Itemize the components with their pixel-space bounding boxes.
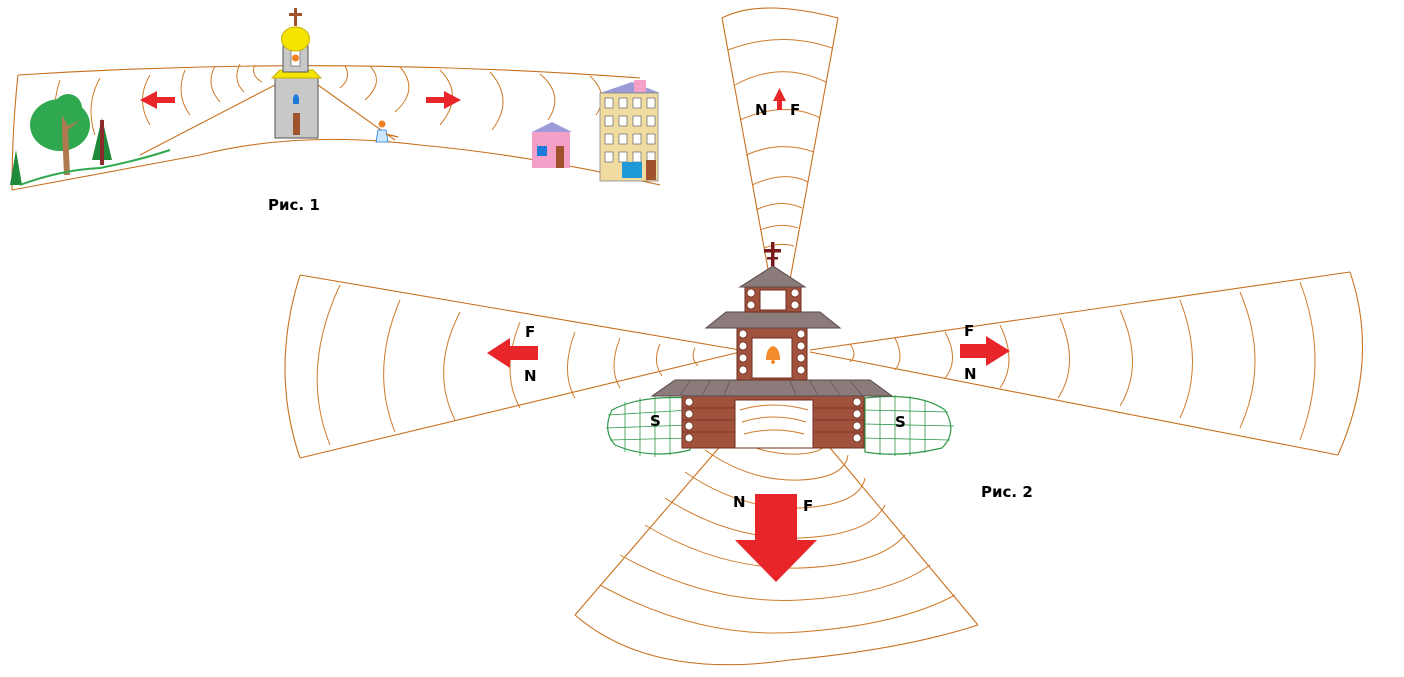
top-f-label: F bbox=[790, 101, 800, 119]
left-f-label: F bbox=[525, 323, 535, 341]
figure-2: N F F N F N N F S S Рис. 2 bbox=[284, 7, 1364, 666]
right-f-label: F bbox=[964, 322, 974, 340]
person-icon bbox=[375, 120, 399, 143]
left-s-label: S bbox=[650, 412, 661, 430]
sector-top bbox=[721, 7, 839, 281]
fig2-caption: Рис. 2 bbox=[981, 483, 1033, 501]
bottom-n-label: N bbox=[733, 493, 746, 511]
grid-wing-right bbox=[864, 395, 955, 456]
fig1-contours bbox=[54, 63, 603, 141]
fig1-arrow-left bbox=[140, 91, 175, 109]
hill-top-edge bbox=[17, 65, 641, 79]
wooden-church bbox=[650, 242, 894, 449]
arrow-right bbox=[960, 336, 1010, 366]
sector-right bbox=[809, 271, 1364, 456]
fig1-caption: Рис. 1 bbox=[268, 196, 320, 214]
apartment-building bbox=[599, 80, 660, 182]
house-icon bbox=[532, 122, 572, 168]
right-n-label: N bbox=[964, 365, 977, 383]
bottom-f-label: F bbox=[803, 497, 813, 515]
figure-1: Рис. 1 bbox=[10, 8, 661, 214]
sector-left bbox=[284, 274, 741, 459]
tree-icon bbox=[10, 94, 171, 186]
cross-icon bbox=[764, 242, 781, 266]
arrow-top bbox=[773, 88, 786, 110]
fig1-ray-left bbox=[139, 84, 276, 156]
grid-wing-left bbox=[605, 396, 691, 457]
left-n-label: N bbox=[524, 367, 537, 385]
bell-icon bbox=[766, 346, 780, 364]
arrow-bottom bbox=[735, 494, 817, 582]
right-s-label: S bbox=[895, 413, 906, 431]
cross-icon bbox=[289, 8, 302, 26]
fig1-arrow-right bbox=[426, 91, 461, 109]
top-n-label: N bbox=[755, 101, 768, 119]
church-icon bbox=[270, 8, 323, 139]
arrow-left bbox=[487, 338, 538, 368]
